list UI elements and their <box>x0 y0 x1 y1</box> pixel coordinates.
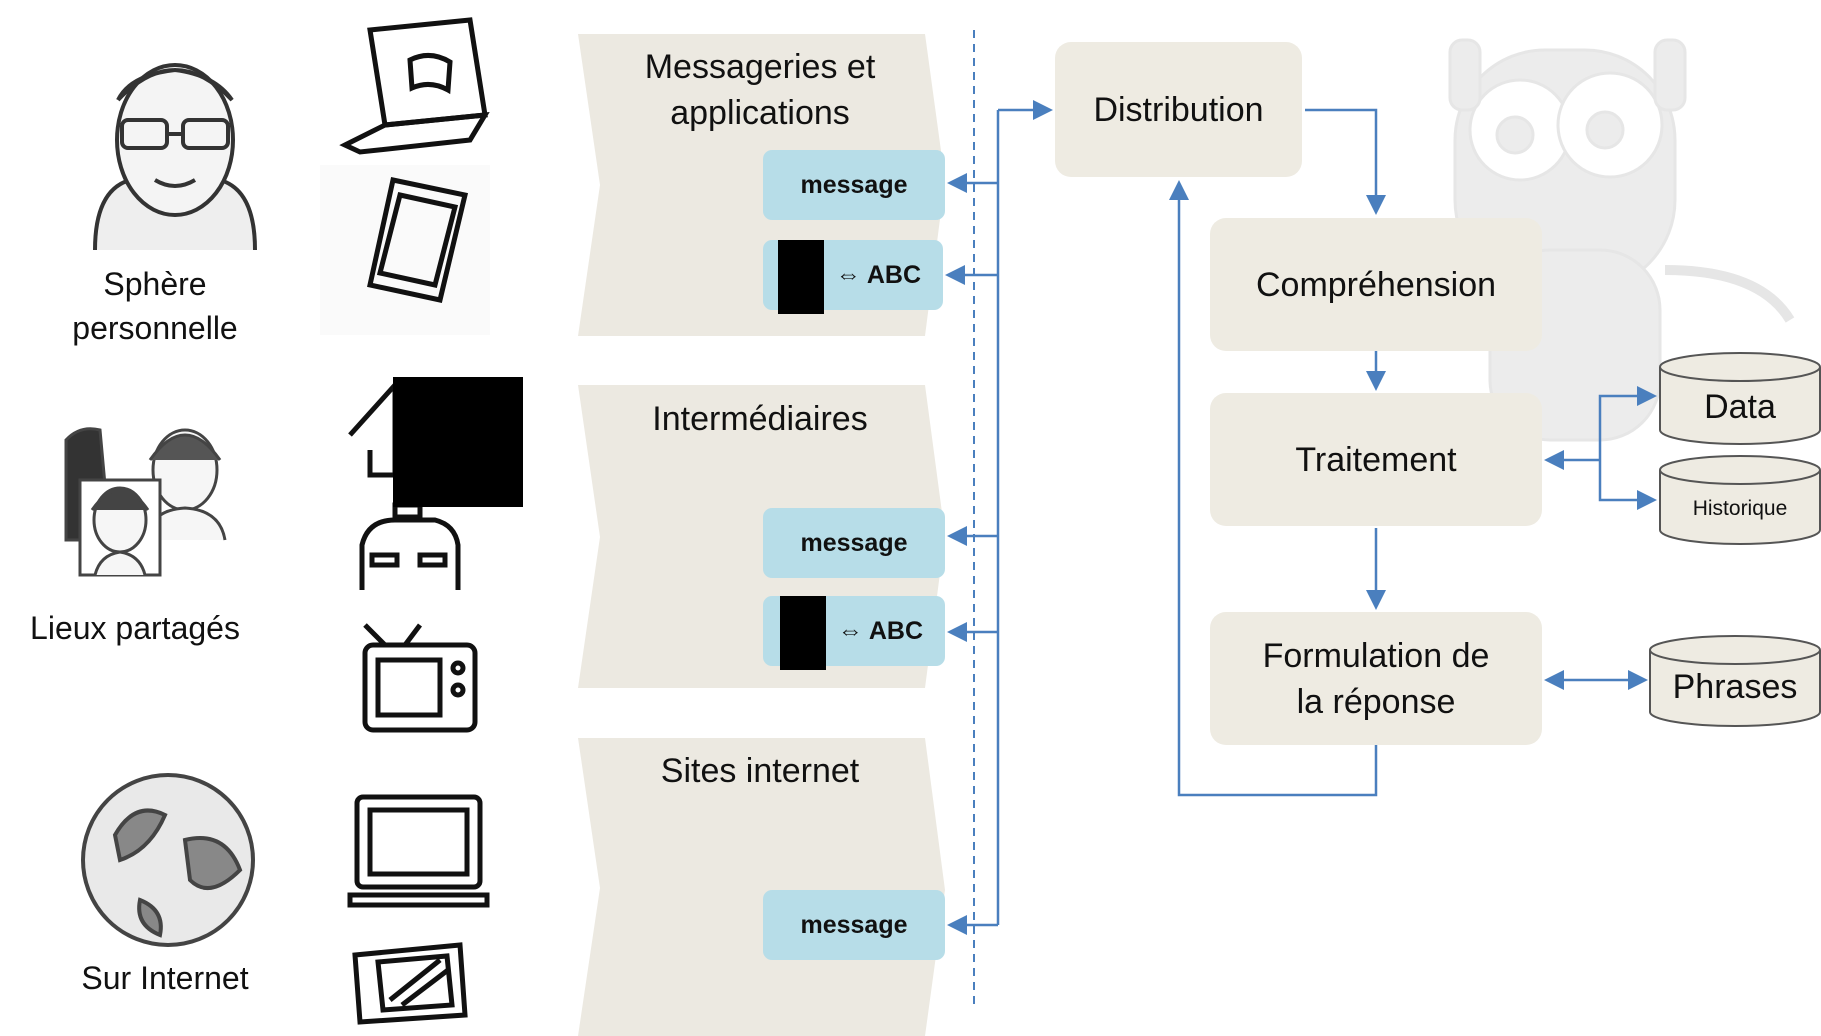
comprehension-box: Compréhension <box>1210 218 1542 351</box>
source-label-personal: Sphère personnelle <box>72 266 238 346</box>
store-historique-label: Historique <box>1692 497 1788 520</box>
store-data-label: Data <box>1704 388 1776 426</box>
tablet-icon <box>352 942 468 1025</box>
traitement-box: Traitement <box>1210 393 1542 526</box>
database-icon <box>1659 352 1821 445</box>
database-icon <box>1659 455 1821 545</box>
laptop-icon <box>339 17 490 155</box>
message-chip: message <box>763 150 945 220</box>
laptop-outline-icon <box>347 794 490 908</box>
user-avatar-icon <box>93 63 257 251</box>
distribution-box: Distribution <box>1055 42 1302 177</box>
group-icon <box>64 427 227 577</box>
store-phrases-label: Phrases <box>1672 668 1798 706</box>
band-title-messageries: Messageries et applications <box>644 48 876 132</box>
band-title-intermediaires: Intermédiaires <box>652 400 868 438</box>
distribution-to-comprehension <box>1305 108 1386 215</box>
traitement-to-historique <box>1598 460 1657 510</box>
band-title-sites: Sites internet <box>660 752 860 790</box>
tv-icon <box>362 623 478 733</box>
traitement-to-data <box>1598 386 1657 460</box>
message-chip: message <box>763 890 945 960</box>
redacted-block <box>780 596 826 670</box>
band-sites <box>578 738 945 1036</box>
formulation-box: Formulation de la réponse <box>1210 612 1542 745</box>
redacted-block <box>778 240 824 314</box>
phone-icon <box>320 165 490 335</box>
database-icon <box>1649 635 1821 727</box>
globe-icon <box>81 773 255 947</box>
source-label-internet: Sur Internet <box>81 960 249 996</box>
message-chip: message <box>763 508 945 578</box>
source-label-shared: Lieux partagés <box>30 610 240 646</box>
redacted-block <box>393 377 523 507</box>
formulation-to-distribution <box>1169 180 1378 797</box>
